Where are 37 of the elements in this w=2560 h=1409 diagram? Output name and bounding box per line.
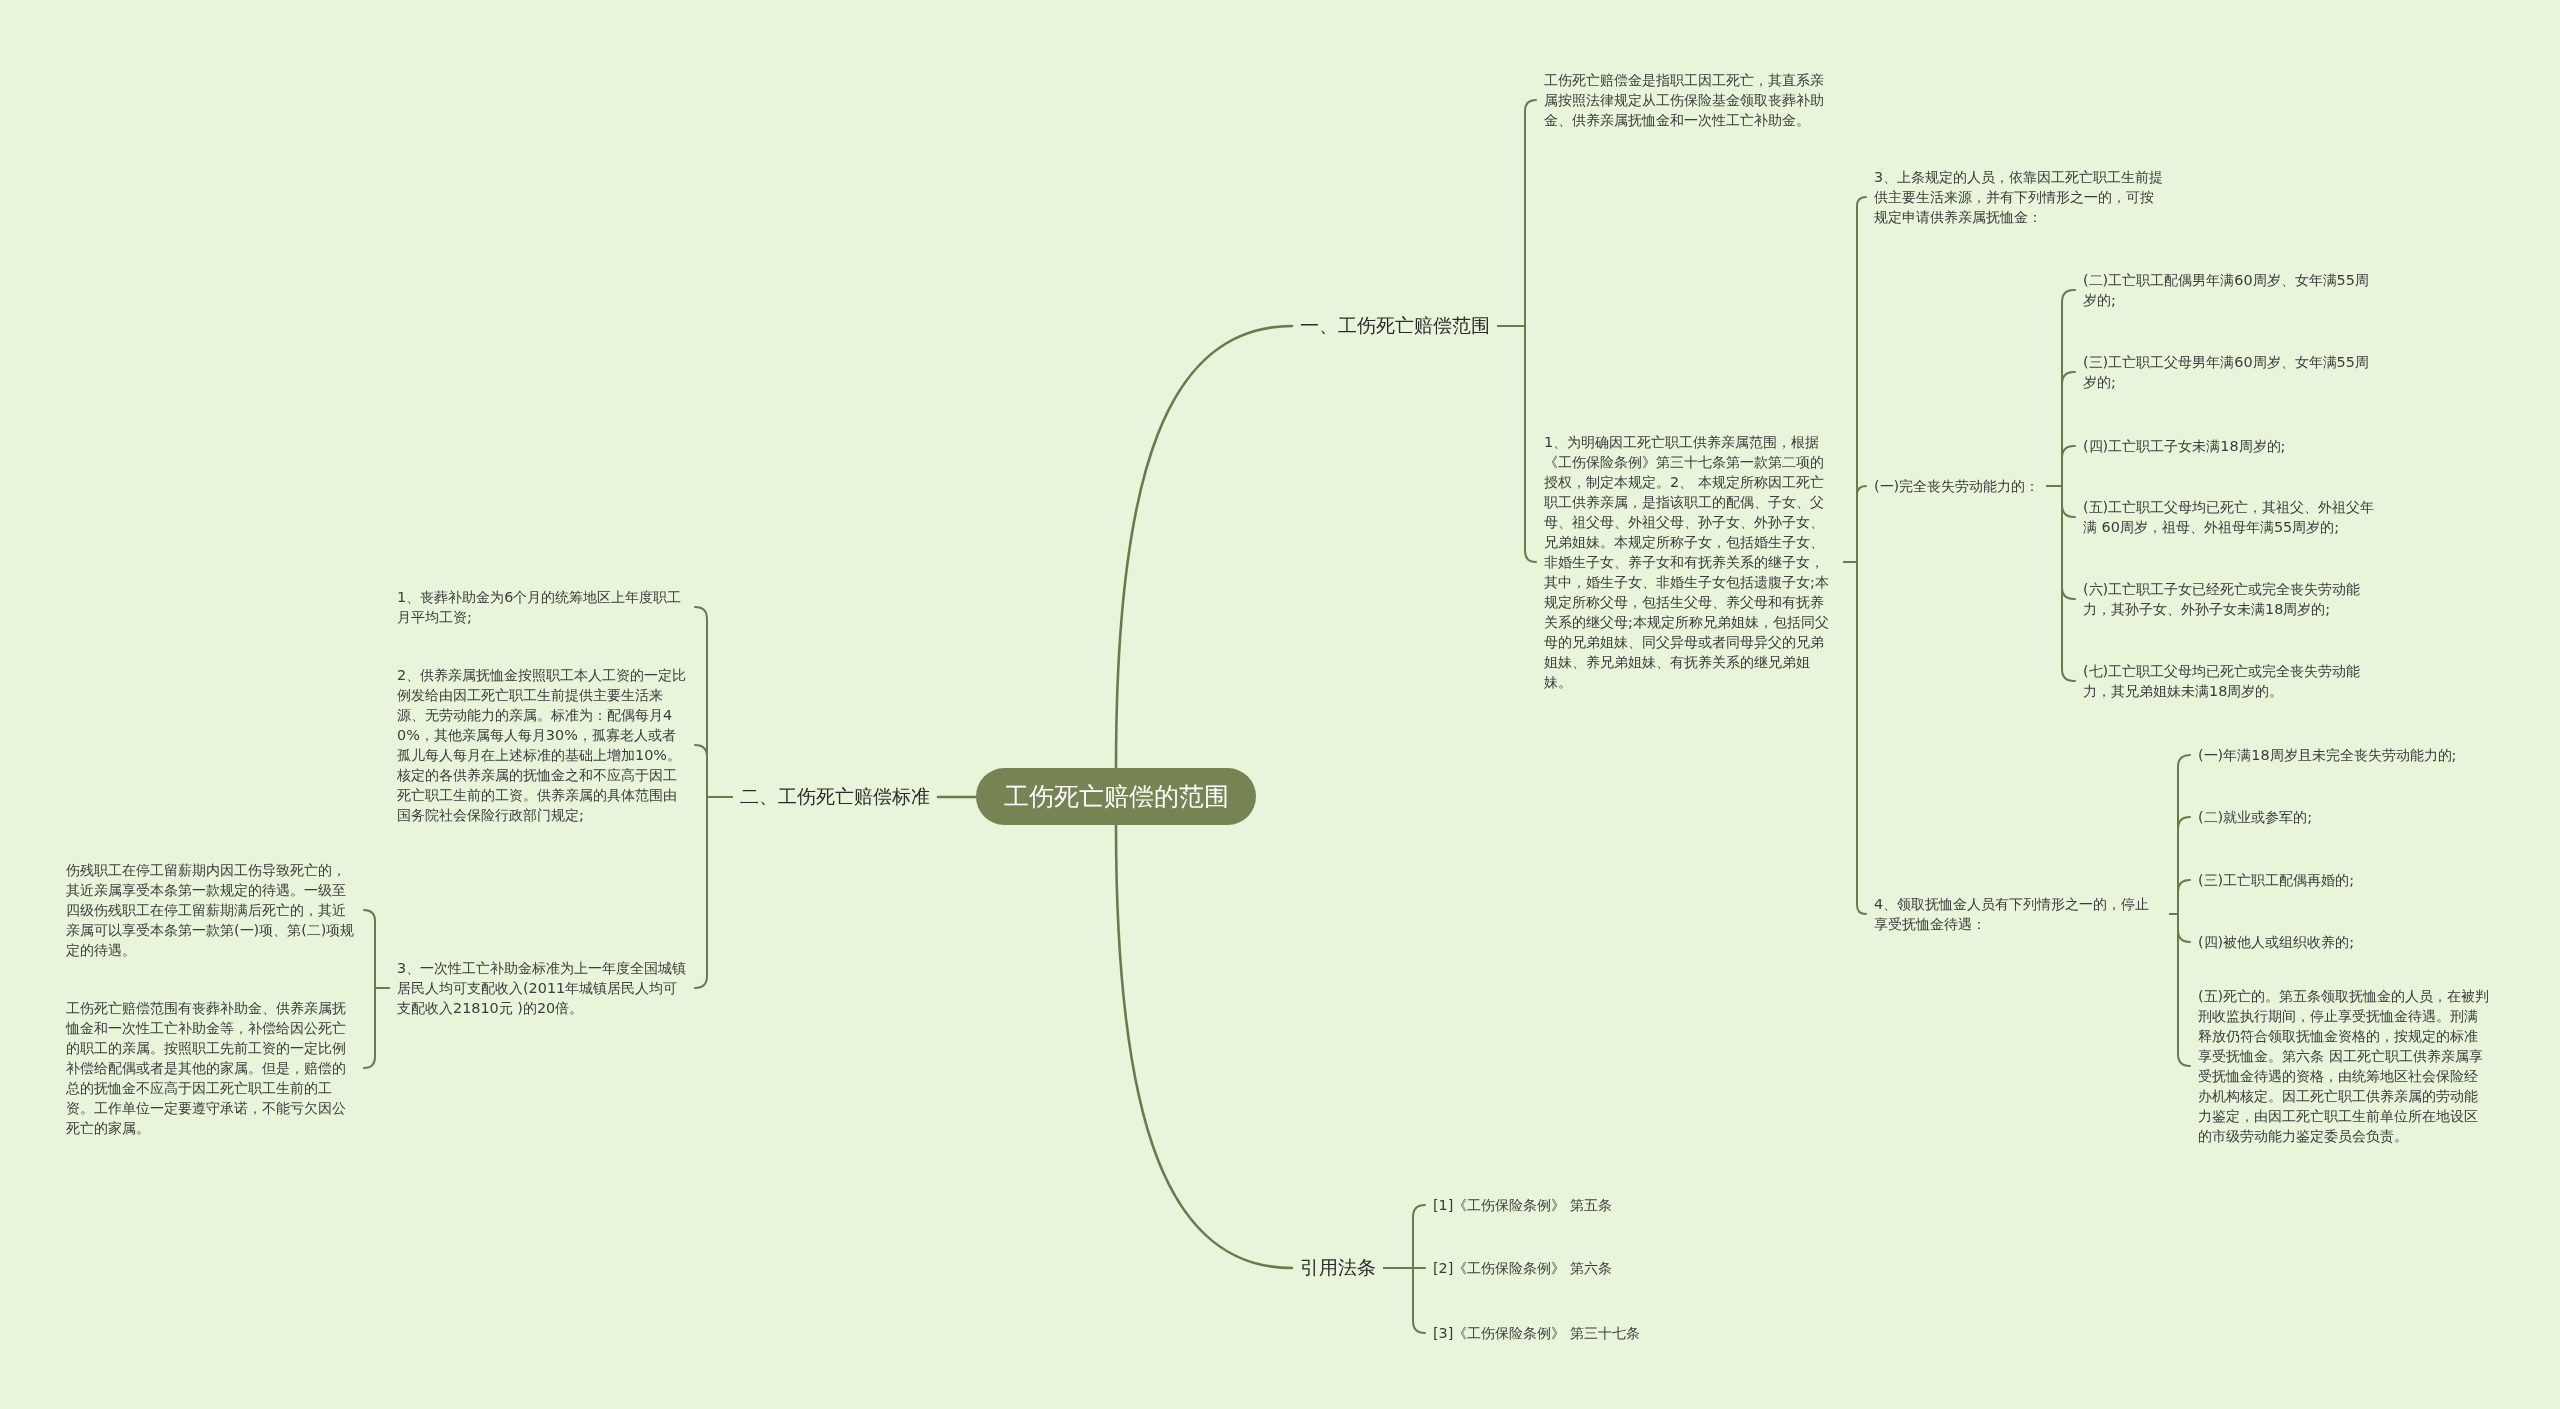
note-text: 2、供养亲属抚恤金按照职工本人工资的一定比例发给由因工死亡职工生前提供主要生活来源、无劳动能力的亲属。标准为：配偶每月40%，其他亲属每人每月30%，孤寡老人或者孤儿每人每月在上述标准的基础上增加10%。核定的各供养亲属的抚恤金之和不应高于因工死亡职工生前的工资。供养亲属的具体范围由国务院社会保险行政部门规定; — [397, 665, 687, 825]
connector-line — [2046, 485, 2076, 682]
branch-label: 二、工伤死亡赔偿标准 — [740, 783, 930, 811]
note-text: (二)工亡职工配偶男年满60周岁、女年满55周岁的; — [2083, 270, 2375, 310]
note-text: 1、丧葬补助金为6个月的统筹地区上年度职工月平均工资; — [397, 587, 687, 627]
note-text: 1、为明确因工死亡职工供养亲属范围，根据《工伤保险条例》第三十七条第一款第二项的授权，制定本规定。2、 本规定所称因工死亡职工供养亲属，是指该职工的配偶、子女、父母、祖父母、外祖父母、孙子女、外孙子女、兄弟姐妹。本规定所称子女，包括婚生子女、非婚生子女、养子女和有抚养关系的继子女，其中，婚生子女、非婚生子女包括遗腹子女;本规定所称父母，包括生父母、养父母和有抚养关系的继父母;本规定所称兄弟姐妹，包括同父母的兄弟姐妹、同父异母或者同母异父的兄弟姐妹、养兄弟姐妹、有抚养关系的继兄弟姐妹。 — [1544, 432, 1836, 692]
note-text: 3、一次性工亡补助金标准为上一年度全国城镇居民人均可支配收入(2011年城镇居民人均可支配收入21810元 )的20倍。 — [397, 958, 687, 1018]
note-text: (六)工亡职工子女已经死亡或完全丧失劳动能力，其孙子女、外孙子女未满18周岁的; — [2083, 579, 2375, 619]
reference-text: [2]《工伤保险条例》 第六条 — [1433, 1258, 1612, 1278]
reference-text: [3]《工伤保险条例》 第三十七条 — [1433, 1323, 1640, 1343]
note-text: 工伤死亡赔偿金是指职工因工死亡，其直系亲属按照法律规定从工伤保险基金领取丧葬补助金、供养亲属抚恤金和一次性工亡补助金。 — [1544, 70, 1836, 130]
note-text: (五)死亡的。第五条领取抚恤金的人员，在被判刑收监执行期间，停止享受抚恤金待遇。刑满释放仍符合领取抚恤金资格的，按规定的标准享受抚恤金。第六条 因工死亡职工供养亲属享受抚恤金待遇的资格，由统筹地区社会保险经办机构核定。因工死亡职工供养亲属的劳动能力鉴定，由因工死亡职工生前单位所在地设区的市级劳动能力鉴定委员会负责。 — [2198, 986, 2490, 1146]
note-text: 工伤死亡赔偿范围有丧葬补助金、供养亲属抚恤金和一次性工亡补助金等，补偿给因公死亡的职工的亲属。按照职工先前工资的一定比例补偿给配偶或者是其他的家属。但是，赔偿的总的抚恤金不应高于因工死亡职工生前的工资。工作单位一定要遵守承诺，不能亏欠因公死亡的家属。 — [66, 998, 356, 1138]
note-text: (二)就业或参军的; — [2198, 807, 2313, 827]
note-text: 4、领取抚恤金人员有下列情形之一的，停止享受抚恤金待遇： — [1874, 894, 2162, 934]
connector-line — [1383, 1267, 1426, 1334]
note-text: (三)工亡职工父母男年满60周岁、女年满55周岁的; — [2083, 352, 2375, 392]
note-text: (五)工亡职工父母均已死亡，其祖父、外祖父年满 60周岁，祖母、外祖母年满55周岁的; — [2083, 497, 2375, 537]
central-topic-box: 工伤死亡赔偿的范围 — [976, 768, 1256, 825]
note-text: (一)完全丧失劳动能力的： — [1874, 476, 2040, 496]
note-text: (一)年满18周岁且未完全丧失劳动能力的; — [2198, 745, 2457, 765]
note-text: (四)被他人或组织收养的; — [2198, 932, 2355, 952]
connector-line — [1843, 561, 1867, 915]
connector-line — [694, 796, 733, 989]
note-text: 伤残职工在停工留薪期内因工伤导致死亡的，其近亲属享受本条第一款规定的待遇。一级至四级伤残职工在停工留薪期满后死亡的，其近亲属可以享受本条第一款第(一)项、第(二)项规定的待遇。 — [66, 860, 356, 960]
note-text: (四)工亡职工子女未满18周岁的; — [2083, 436, 2286, 456]
note-text: 3、上条规定的人员，依靠因工死亡职工生前提供主要生活来源，并有下列情形之一的，可按规定申请供养亲属抚恤金： — [1874, 167, 2166, 227]
note-text: (七)工亡职工父母均已死亡或完全丧失劳动能力，其兄弟姐妹未满18周岁的。 — [2083, 661, 2375, 701]
connector-line — [363, 987, 390, 1069]
reference-text: [1]《工伤保险条例》 第五条 — [1433, 1195, 1612, 1215]
connector-line — [936, 795, 978, 799]
connector-line — [1114, 324, 1294, 770]
note-text: (三)工亡职工配偶再婚的; — [2198, 870, 2355, 890]
connector-line — [1497, 325, 1537, 563]
branch-label: 一、工伤死亡赔偿范围 — [1300, 312, 1490, 340]
branch-label: 引用法条 — [1300, 1254, 1376, 1282]
connector-line — [1114, 823, 1294, 1270]
